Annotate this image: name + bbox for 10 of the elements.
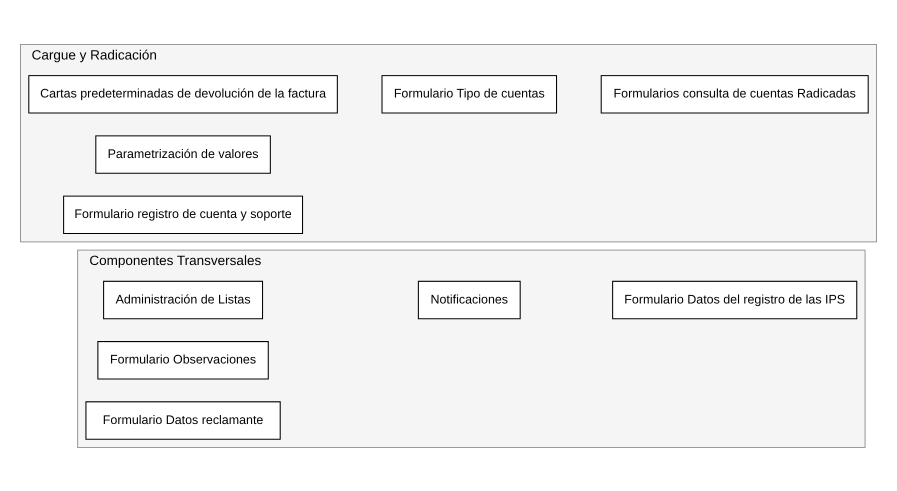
node-box: Parametrización de valores	[95, 134, 271, 174]
node-box: Formulario Observaciones	[97, 340, 269, 379]
node-box: Cartas predeterminadas de devolución de la factura	[28, 74, 338, 114]
node-box: Formulario registro de cuenta y soporte	[63, 195, 304, 234]
node-box: Notificaciones	[418, 280, 521, 319]
node-box: Formulario Datos reclamante	[85, 400, 281, 440]
node-box: Formulario Datos del registro de las IPS	[612, 280, 858, 319]
node-box: Formularios consulta de cuentas Radicadas	[600, 74, 869, 114]
node-box: Formulario Tipo de cuentas	[382, 74, 558, 114]
node-box: Administración de Listas	[103, 280, 264, 319]
